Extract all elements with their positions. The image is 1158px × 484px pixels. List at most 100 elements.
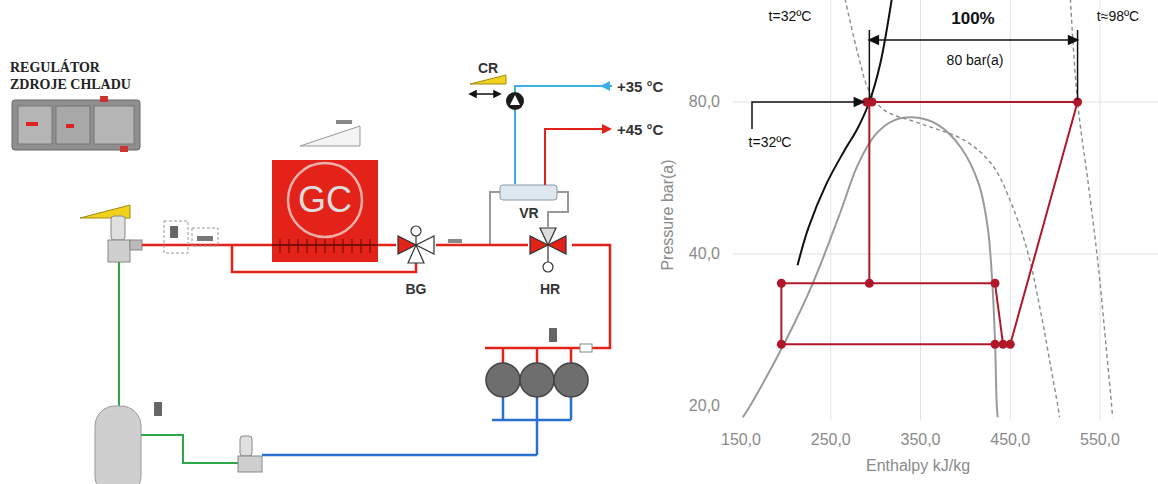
double-arrow [470, 91, 500, 97]
controller-device [12, 96, 140, 152]
drawing-part [26, 122, 38, 126]
sensor-box [192, 228, 218, 246]
hot-water-line [545, 129, 604, 185]
drawing-part [56, 106, 90, 144]
drawing-part [100, 96, 108, 102]
state-point [777, 279, 786, 288]
drawing-part [108, 240, 130, 262]
leader-line [752, 98, 863, 129]
chart-label: t≈98ºC [1095, 8, 1141, 24]
signal-wedge [470, 75, 506, 84]
arrow-head [600, 81, 610, 91]
chart-label: 450,0 [988, 431, 1032, 449]
drawing-part [94, 106, 134, 144]
part-label: HR [540, 281, 560, 298]
cycle-line [868, 102, 870, 283]
axis-title: Enthalpy kJ/kg [864, 457, 972, 475]
isotherm-dashed [845, 0, 1060, 417]
valve-bg: BG [396, 226, 436, 300]
state-point [990, 279, 999, 288]
drawing-part [543, 262, 553, 272]
drawing-part [520, 363, 554, 397]
chart-label: 150,0 [719, 431, 763, 449]
drawing-part [411, 226, 421, 236]
drawing-part [510, 95, 520, 105]
sensor-icon [448, 239, 462, 243]
drawing-part [547, 245, 548, 262]
cycle-line [780, 283, 782, 344]
cycle-line [869, 101, 1077, 103]
drawing-part [875, 39, 1071, 41]
cycle-line [995, 283, 1003, 344]
pipe-connector [514, 110, 516, 184]
optimum-line [798, 0, 892, 265]
drawing-part [408, 245, 424, 263]
compressor [486, 363, 588, 397]
drawing-part [1069, 36, 1078, 44]
drawing-part [869, 36, 878, 44]
chart-label: 100% [949, 9, 996, 29]
ph-chart [733, 0, 1158, 420]
liquid-line [118, 262, 120, 406]
valve-bg [398, 226, 434, 263]
drawing-part [66, 124, 74, 128]
pipe-connector [378, 244, 396, 247]
expansion-valve [108, 216, 142, 262]
drawing-part [920, 0, 921, 420]
sensor-icon [580, 344, 592, 352]
chart-label: 40,0 [687, 245, 722, 263]
expansion-valve [238, 436, 262, 472]
chart-label: 550,0 [1078, 431, 1122, 449]
receiver-vessel [95, 406, 141, 484]
state-point [777, 340, 786, 349]
drawing-part [540, 228, 556, 245]
cycle-line [781, 282, 995, 284]
valve-hr [530, 228, 566, 272]
bracket [869, 30, 1077, 100]
part-label: CR [478, 60, 498, 77]
chart-label: 350,0 [898, 431, 942, 449]
heat-exchanger [500, 185, 557, 200]
sensor-icon [154, 402, 162, 416]
controller-heading: REGULÁTOR ZDROJE CHLADU [8, 58, 152, 98]
chart-label: 80 bar(a) [945, 52, 1006, 68]
cold-water-line [515, 86, 612, 92]
suction-pipe [262, 397, 571, 455]
part-label: BG [406, 281, 427, 298]
drawing-part [130, 240, 142, 250]
arrow-head [602, 124, 612, 134]
gas-cooler-box: GC [272, 160, 378, 262]
drawing-part [830, 0, 831, 420]
drawing-part [18, 106, 52, 144]
cycle-line [1010, 102, 1077, 344]
chart-label: t=32ºC [767, 8, 814, 24]
heading-text: REGULÁTOR ZDROJE CHLADU [10, 60, 150, 94]
state-point [1006, 340, 1015, 349]
drawing-part [240, 436, 252, 456]
sensor-icon [170, 226, 178, 238]
part-label: VR [519, 205, 538, 222]
sensor-icon [336, 120, 352, 124]
drawing-part [120, 146, 128, 152]
drawing-part [506, 92, 524, 110]
sensor-box [164, 221, 188, 253]
pipe-connector [548, 192, 568, 228]
axis-title: Pressure bar(a) [659, 157, 677, 272]
drawing-part [1010, 0, 1011, 420]
chart-label: 250,0 [809, 431, 853, 449]
drawing-part [494, 91, 500, 97]
drawing-part [854, 98, 863, 106]
pump-cr: CR [476, 58, 526, 110]
part-label: GC [298, 178, 352, 221]
discharge-pipe [485, 245, 610, 363]
chart-label: 20,0 [687, 397, 722, 415]
drawing-part [470, 91, 476, 97]
sensor-icon [197, 236, 213, 241]
liquid-line [140, 435, 242, 463]
temperature-label: +45 °C [615, 121, 665, 138]
state-point [990, 340, 999, 349]
drawing-part [238, 456, 262, 472]
drawing-part [554, 363, 588, 397]
